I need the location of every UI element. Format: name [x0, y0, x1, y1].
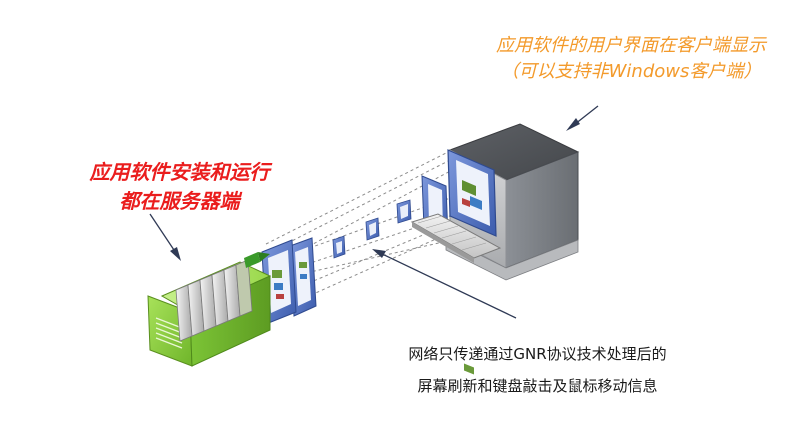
server-caption-line2: 都在服务器端 [119, 189, 240, 213]
server-caption: 应用软件安装和运行 都在服务器端 [52, 158, 307, 216]
server-icon [147, 252, 272, 367]
client-computer-icon [421, 123, 580, 375]
screen-frame-icon [365, 217, 380, 241]
network-caption-line1: 网络只传递通过GNR协议技术处理后的 [408, 345, 667, 363]
network-caption: 网络只传递通过GNR协议技术处理后的 屏幕刷新和键盘敲击及鼠标移动信息 [340, 338, 735, 402]
client-ui-caption: 应用软件的用户界面在客户端显示 （可以支持非Windows客户端） [472, 33, 790, 85]
keyboard-icon [410, 213, 502, 263]
arrow-icon [149, 213, 181, 261]
server-caption-line1: 应用软件安装和运行 [89, 160, 270, 184]
client-ui-caption-line2: （可以支持非Windows客户端） [500, 61, 762, 82]
screen-frame-icon [289, 237, 317, 317]
arrow-icon [372, 249, 517, 319]
screen-frame-icon [332, 235, 346, 259]
screen-frame-icon [396, 199, 412, 224]
client-ui-caption-line1: 应用软件的用户界面在客户端显示 [496, 35, 766, 56]
network-caption-line2: 屏幕刷新和键盘敲击及鼠标移动信息 [417, 377, 658, 395]
arrow-icon [566, 105, 599, 131]
